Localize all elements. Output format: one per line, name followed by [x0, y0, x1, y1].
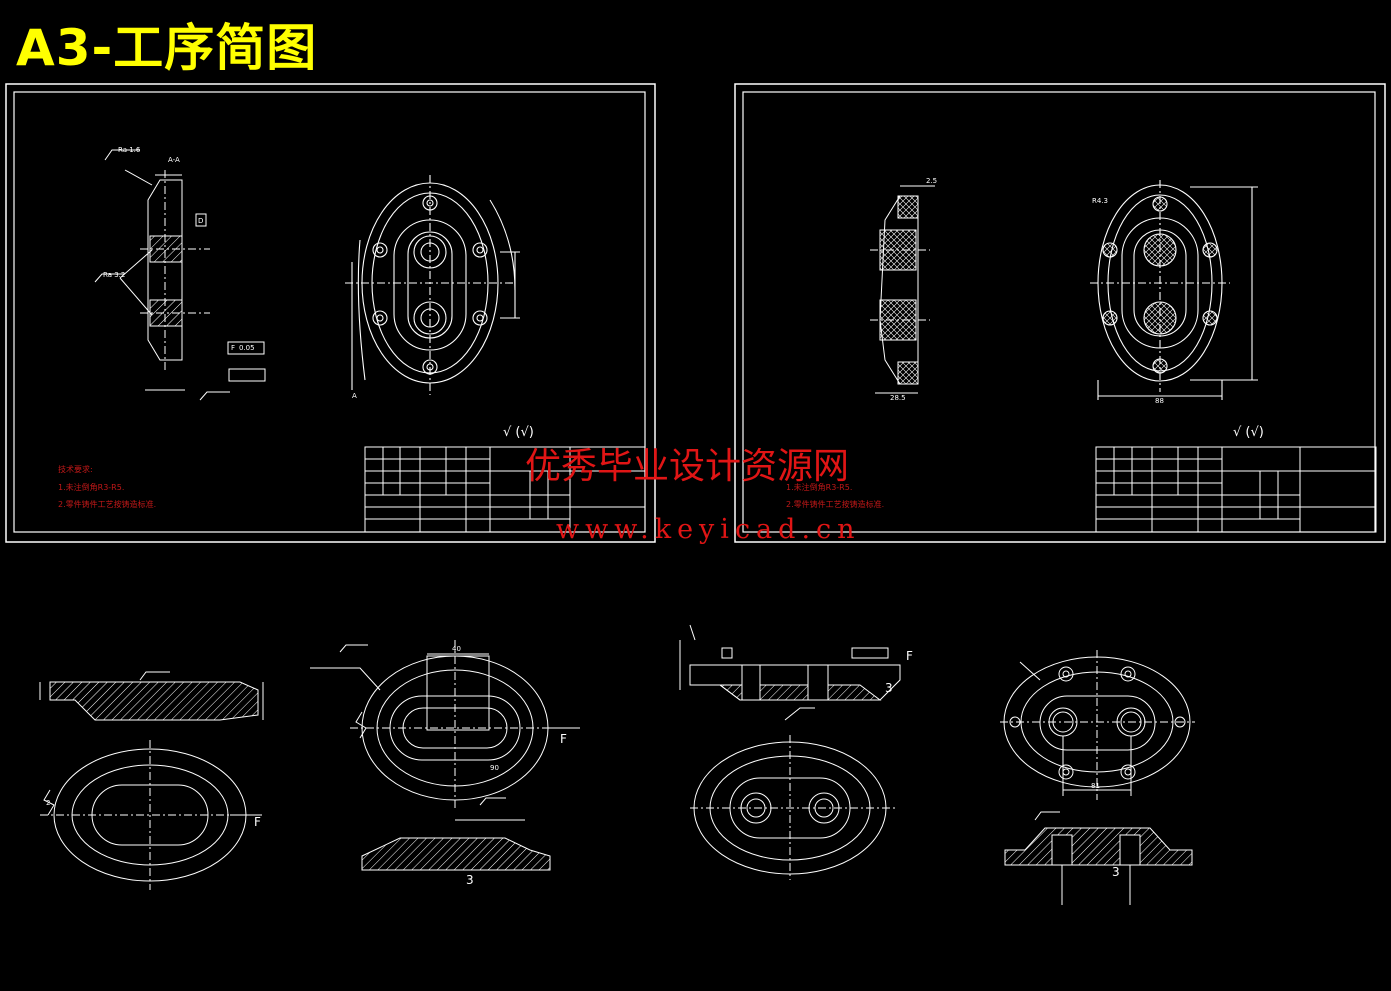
bottom-dim-2: 2	[46, 799, 50, 807]
bottom-f-label-3: F	[906, 649, 913, 663]
left-tech-note-1: 1.未注倒角R3-R5.	[58, 482, 124, 492]
left-tech-note-2: 2.零件铸件工艺按铸造标准.	[58, 499, 156, 509]
left-roughness-mark: √ (√)	[503, 425, 534, 440]
bottom-view-1	[39, 671, 264, 890]
right-plan-view	[1090, 180, 1258, 400]
right-title-block	[1095, 446, 1377, 533]
left-tol-value: 0.05	[239, 344, 255, 352]
left-section-view	[94, 149, 266, 401]
right-section-view	[870, 185, 935, 394]
bottom-dim-81: 81	[1091, 782, 1100, 790]
bottom-view-3	[679, 624, 901, 880]
left-title-block	[364, 446, 646, 533]
left-ra-1: Ra 1.6	[118, 146, 141, 154]
bottom-dim-3-c: 3	[1112, 865, 1120, 879]
right-dim-bottom: 28.5	[890, 394, 906, 402]
left-tech-note-0: 技术要求:	[58, 464, 93, 474]
right-dim-width: 88	[1155, 397, 1164, 405]
right-dim-radius: R4.3	[1092, 197, 1108, 205]
left-datum-d: D	[198, 217, 203, 225]
left-section-title: A-A	[168, 156, 180, 164]
bottom-f-label-2: F	[560, 732, 567, 746]
bottom-view-2	[310, 640, 580, 871]
watermark-text: 优秀毕业设计资源网	[525, 446, 850, 487]
left-datum-a: A	[352, 392, 357, 400]
bottom-f-label-1: F	[254, 815, 261, 829]
bottom-dim-3-b: 3	[885, 681, 893, 695]
left-sheet	[5, 83, 656, 543]
right-roughness-mark: √ (√)	[1233, 425, 1264, 440]
bottom-dim-40: 40	[452, 645, 461, 653]
right-tech-note-1: 2.零件铸件工艺按铸造标准.	[786, 499, 884, 509]
bottom-dim-3-a: 3	[466, 873, 474, 887]
watermark-url: www.keyicad.cn	[556, 514, 861, 545]
left-ra-2: Ra 3.2	[103, 271, 125, 279]
bottom-dim-90: 90	[490, 764, 499, 772]
bottom-view-4	[1000, 650, 1195, 905]
right-dim-top: 2.5	[926, 177, 937, 185]
right-sheet	[734, 83, 1386, 543]
left-tol-f: F	[231, 344, 235, 352]
left-plan-view	[345, 175, 520, 395]
right-tech-note-0: 1.未注倒角R3-R5.	[786, 482, 852, 492]
page-title: A3-工序简图	[16, 19, 318, 77]
